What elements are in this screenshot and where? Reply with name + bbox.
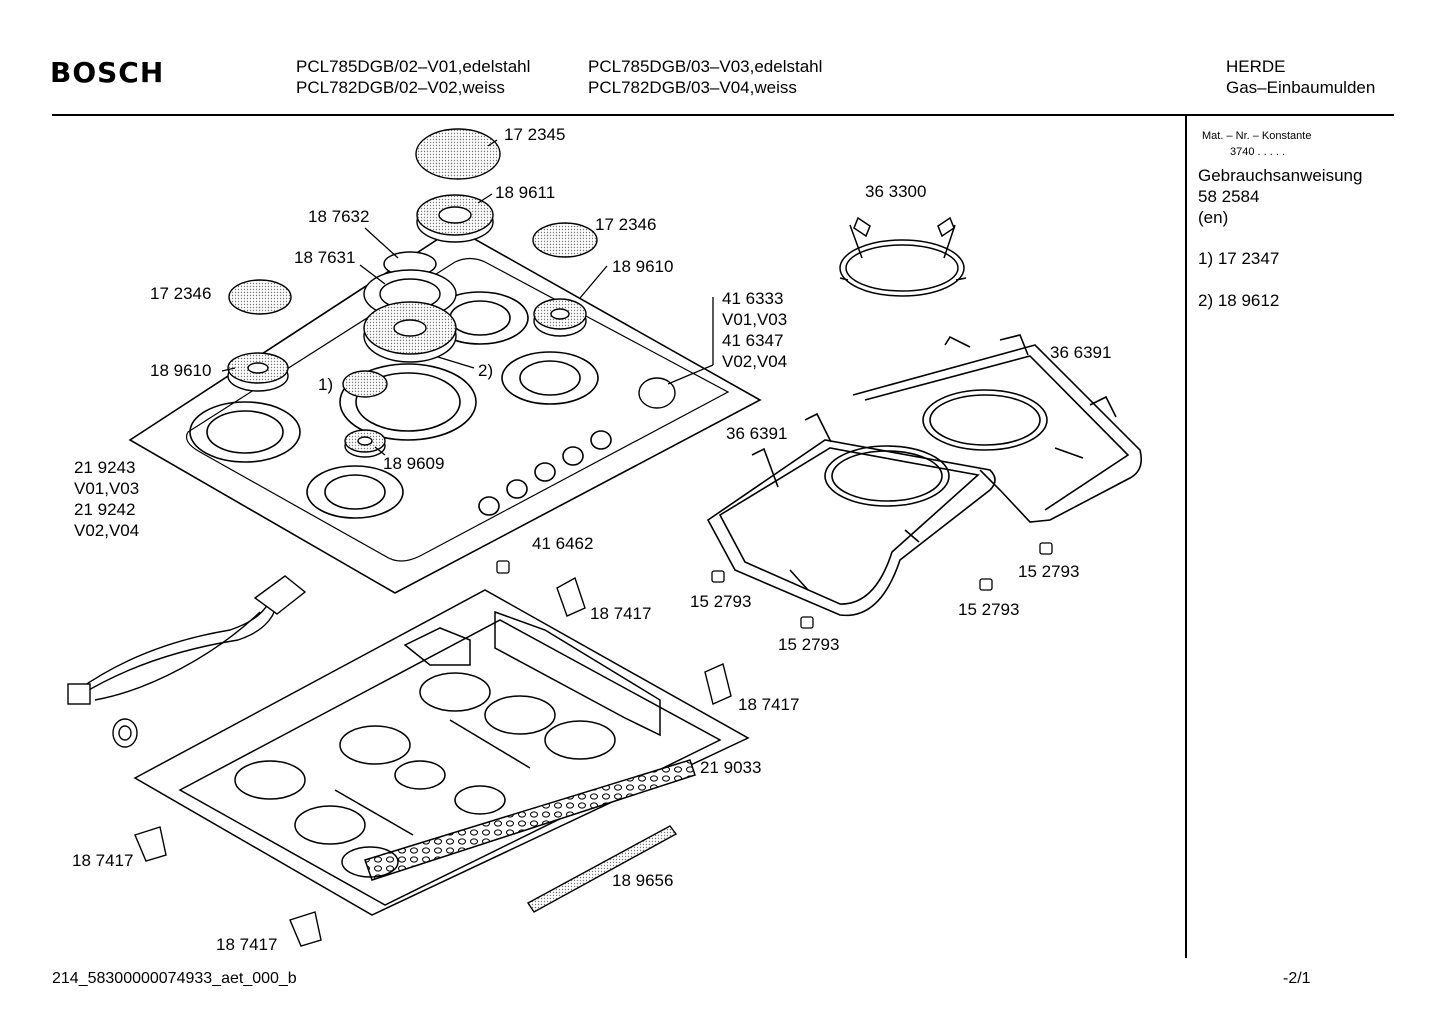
part-label: 18 7417 xyxy=(216,935,277,954)
model-line: PCL785DGB/02–V01,edelstahl xyxy=(296,57,531,76)
part-label: 18 7632 xyxy=(308,207,369,226)
small-pan-support xyxy=(839,216,967,297)
exploded-parts-diagram: 17 2345 18 9611 18 7632 17 2346 18 7631 … xyxy=(67,125,1143,954)
part-label: 36 3300 xyxy=(865,182,926,201)
manual-lang: (en) xyxy=(1198,208,1229,227)
cooktop-plate xyxy=(128,227,762,594)
brand-logo: BOSCH xyxy=(50,56,165,89)
part-label: 41 6333 xyxy=(722,289,783,308)
power-cable xyxy=(67,575,307,748)
part-label: V02,V04 xyxy=(74,521,139,540)
part-label: 15 2793 xyxy=(778,635,839,654)
part-label: 18 9609 xyxy=(383,454,444,473)
model-list-2: PCL785DGB/03–V03,edelstahl PCL782DGB/03–… xyxy=(588,56,822,98)
mat-value: 3740 . . . . . xyxy=(1230,146,1286,158)
part-label: 18 9610 xyxy=(612,257,673,276)
sealing-strip xyxy=(526,825,678,913)
part-label: 18 7417 xyxy=(738,695,799,714)
part-label: 18 7417 xyxy=(590,604,651,623)
part-label: 15 2793 xyxy=(958,600,1019,619)
part-label: 18 9610 xyxy=(150,361,211,380)
burner-caps xyxy=(228,128,598,398)
part-label: 17 2345 xyxy=(504,125,565,144)
large-grates xyxy=(706,334,1143,617)
part-label: 2) xyxy=(478,361,493,380)
part-label: 36 6391 xyxy=(726,424,787,443)
manual-title: Gebrauchsanweisung xyxy=(1198,166,1363,185)
part-label: 18 9656 xyxy=(612,871,673,890)
model-list-1: PCL785DGB/02–V01,edelstahl PCL782DGB/02–… xyxy=(296,56,530,98)
page-number: -2/1 xyxy=(1283,970,1311,987)
model-line: PCL782DGB/02–V02,weiss xyxy=(296,78,505,97)
base-tray xyxy=(133,589,750,916)
note-2: 2) 18 9612 xyxy=(1198,291,1280,310)
part-label: 36 6391 xyxy=(1050,343,1111,362)
note-1: 1) 17 2347 xyxy=(1198,249,1280,268)
rubber-feet xyxy=(496,542,1053,629)
mat-label: Mat. – Nr. – Konstante xyxy=(1202,130,1312,142)
part-label: 41 6462 xyxy=(532,534,593,553)
sidebar-divider xyxy=(1185,116,1187,958)
part-label: 18 7631 xyxy=(294,248,355,267)
header-divider xyxy=(52,114,1394,116)
part-label: V01,V03 xyxy=(74,479,139,498)
part-label: 18 9611 xyxy=(495,183,555,202)
part-labels: 17 2345 18 9611 18 7632 17 2346 18 7631 … xyxy=(72,125,1111,954)
category-line: HERDE xyxy=(1226,57,1286,76)
part-label: V01,V03 xyxy=(722,310,787,329)
leader-lines xyxy=(221,139,714,456)
model-line: PCL785DGB/03–V03,edelstahl xyxy=(588,57,823,76)
part-label: 18 7417 xyxy=(72,851,133,870)
part-label: 15 2793 xyxy=(690,592,751,611)
part-label: 41 6347 xyxy=(722,331,783,350)
burner-crowns xyxy=(227,194,676,458)
mounting-clips xyxy=(134,576,732,947)
part-label: V02,V04 xyxy=(722,352,787,371)
category-block: HERDE Gas–Einbaumulden xyxy=(1226,56,1375,98)
manual-number: 58 2584 xyxy=(1198,187,1260,206)
part-label: 21 9242 xyxy=(74,500,135,519)
part-label: 15 2793 xyxy=(1018,562,1079,581)
category-line: Gas–Einbaumulden xyxy=(1226,78,1376,97)
part-label: 1) xyxy=(318,375,333,394)
part-label: 17 2346 xyxy=(150,284,211,303)
part-label: 21 9033 xyxy=(700,758,761,777)
part-label: 21 9243 xyxy=(74,458,135,477)
part-label: 17 2346 xyxy=(595,215,656,234)
model-line: PCL782DGB/03–V04,weiss xyxy=(588,78,797,97)
document-id: 214_58300000074933_aet_000_b xyxy=(52,970,297,987)
